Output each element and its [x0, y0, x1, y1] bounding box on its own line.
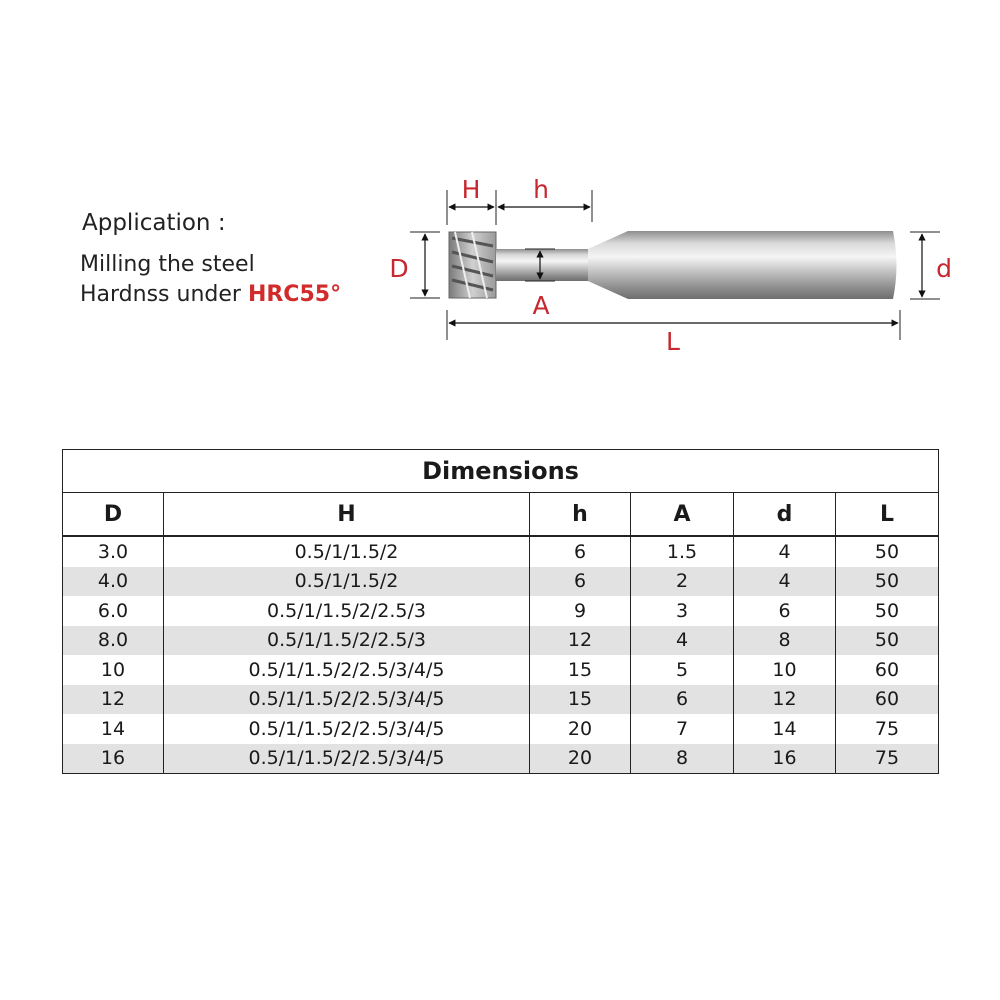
header-H: H [163, 492, 530, 537]
table-row: 6.0 0.5/1/1.5/2/2.5/3 9 3 6 50 [62, 596, 940, 626]
cell-D: 12 [62, 684, 164, 714]
cell-H: 0.5/1/1.5/2/2.5/3/4/5 [163, 714, 530, 744]
cell-h: 6 [529, 566, 631, 596]
label-A: A [532, 291, 549, 320]
cell-D: 6.0 [62, 596, 164, 626]
cell-h: 15 [529, 684, 631, 714]
application-line-2: Hardnss under HRC55° [80, 280, 341, 310]
cell-L: 50 [834, 596, 940, 626]
cell-L: 50 [834, 566, 940, 596]
cell-H: 0.5/1/1.5/2 [163, 536, 530, 567]
cell-d: 6 [733, 596, 836, 626]
cell-D: 8.0 [62, 625, 164, 655]
cell-L: 50 [834, 536, 940, 567]
tool-diagram: H h D A d L [389, 175, 952, 356]
cell-D: 14 [62, 714, 164, 744]
cell-D: 10 [62, 655, 164, 685]
cell-d: 12 [733, 684, 836, 714]
cell-L: 75 [834, 743, 940, 774]
cell-h: 20 [529, 714, 631, 744]
header-L: L [834, 492, 940, 537]
header-h: h [529, 492, 631, 537]
label-L: L [666, 327, 680, 356]
cell-H: 0.5/1/1.5/2/2.5/3 [163, 625, 530, 655]
label-D: D [389, 254, 408, 283]
table-row: 3.0 0.5/1/1.5/2 6 1.5 4 50 [62, 536, 940, 567]
cell-A: 6 [630, 684, 734, 714]
cell-H: 0.5/1/1.5/2/2.5/3 [163, 596, 530, 626]
cell-A: 7 [630, 714, 734, 744]
tool-taper [588, 231, 628, 299]
tool-neck [496, 249, 588, 281]
cell-d: 10 [733, 655, 836, 685]
cell-D: 4.0 [62, 566, 164, 596]
table-row: 16 0.5/1/1.5/2/2.5/3/4/5 20 8 16 75 [62, 743, 940, 774]
cell-L: 75 [834, 714, 940, 744]
label-d: d [936, 254, 952, 283]
cell-h: 6 [529, 536, 631, 567]
hardness-prefix: Hardnss under [80, 282, 241, 307]
cell-d: 16 [733, 743, 836, 774]
header-D: D [62, 492, 164, 537]
table-header-row: D H h A d L [62, 492, 940, 537]
cell-A: 8 [630, 743, 734, 774]
cell-h: 12 [529, 625, 631, 655]
application-line-1: Milling the steel [80, 252, 255, 277]
cell-H: 0.5/1/1.5/2/2.5/3/4/5 [163, 655, 530, 685]
cell-D: 16 [62, 743, 164, 774]
application-heading: Application : [82, 210, 226, 236]
cell-L: 60 [834, 684, 940, 714]
header-d: d [733, 492, 836, 537]
cell-A: 3 [630, 596, 734, 626]
dimensions-table: Dimensions D H h A d L 3.0 0.5/1/1.5/2 6… [61, 449, 940, 774]
table-row: 8.0 0.5/1/1.5/2/2.5/3 12 4 8 50 [62, 625, 940, 655]
table-title: Dimensions [61, 449, 940, 493]
application-block: Application : Milling the steel Hardnss … [80, 210, 341, 310]
cell-A: 2 [630, 566, 734, 596]
header-A: A [630, 492, 734, 537]
cell-d: 4 [733, 566, 836, 596]
cell-A: 1.5 [630, 536, 734, 567]
dimensions-table-wrap: Dimensions D H h A d L 3.0 0.5/1/1.5/2 6… [61, 449, 940, 774]
table-row: 14 0.5/1/1.5/2/2.5/3/4/5 20 7 14 75 [62, 714, 940, 744]
cutter-head [448, 231, 497, 299]
cell-D: 3.0 [62, 536, 164, 567]
cell-h: 15 [529, 655, 631, 685]
label-H: H [462, 175, 481, 204]
cell-h: 20 [529, 743, 631, 774]
cell-h: 9 [529, 596, 631, 626]
cell-A: 4 [630, 625, 734, 655]
table-row: 4.0 0.5/1/1.5/2 6 2 4 50 [62, 566, 940, 596]
cell-H: 0.5/1/1.5/2/2.5/3/4/5 [163, 684, 530, 714]
cell-H: 0.5/1/1.5/2 [163, 566, 530, 596]
tool-shank [628, 231, 897, 299]
cell-d: 14 [733, 714, 836, 744]
cell-L: 50 [834, 625, 940, 655]
cell-d: 4 [733, 536, 836, 567]
cell-H: 0.5/1/1.5/2/2.5/3/4/5 [163, 743, 530, 774]
extension-lines [410, 190, 940, 340]
cell-d: 8 [733, 625, 836, 655]
cell-L: 60 [834, 655, 940, 685]
hardness-value: HRC55° [247, 282, 342, 307]
table-row: 12 0.5/1/1.5/2/2.5/3/4/5 15 6 12 60 [62, 684, 940, 714]
table-row: 10 0.5/1/1.5/2/2.5/3/4/5 15 5 10 60 [62, 655, 940, 685]
cell-A: 5 [630, 655, 734, 685]
label-h: h [533, 175, 549, 204]
